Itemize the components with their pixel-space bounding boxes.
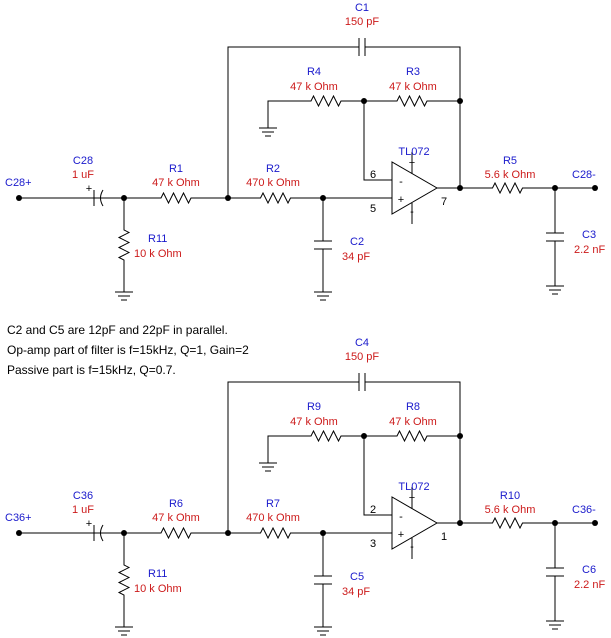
output-resistor-ref: R10	[500, 490, 520, 502]
input-label: C36+	[5, 512, 32, 524]
terminal-dot	[592, 185, 598, 191]
supply-minus-mark: -	[410, 541, 414, 553]
opamp-pin-inverting: 6	[370, 169, 376, 181]
input-cap-value: 1 uF	[72, 504, 94, 516]
notes-block: C2 and C5 are 12pF and 22pF in parallel.…	[7, 323, 249, 377]
note-line: Passive part is f=15kHz, Q=0.7.	[7, 363, 176, 377]
polarity-plus-mark: +	[86, 518, 92, 530]
resistor-output: R5 5.6 k Ohm	[460, 155, 555, 195]
shunt-resistor-value: 10 k Ohm	[134, 583, 182, 595]
opamp-ref: TL072	[398, 146, 429, 158]
capacitor-feedback: C1 150 pF	[227, 2, 461, 198]
output-cap-value: 2.2 nF	[574, 579, 605, 591]
polarity-plus-mark: +	[86, 183, 92, 195]
inverting-input-mark: -	[399, 176, 403, 188]
capacitor-feedback: C4 150 pF	[227, 337, 461, 533]
gain-ground-resistor-value: 47 k Ohm	[290, 81, 338, 93]
opamp-pin-inverting: 2	[370, 504, 376, 516]
input-cap-ref: C28	[73, 155, 93, 167]
input-terminal: C28+	[5, 177, 32, 201]
shunt-resistor-value: 10 k Ohm	[134, 248, 182, 260]
ground-cap-value: 34 pF	[342, 586, 370, 598]
opamp-triangle	[391, 161, 438, 215]
shunt-resistor-ref: R11	[148, 233, 167, 245]
series-resistor-2-value: 470 k Ohm	[246, 512, 300, 524]
opamp-pin-output: 1	[441, 531, 447, 543]
feedback-cap-ref: C4	[355, 337, 369, 349]
inverting-input-mark: -	[399, 511, 403, 523]
input-terminal: C36+	[5, 512, 32, 536]
ground-cap-ref: C5	[350, 571, 364, 583]
ground-cap-value: 34 pF	[342, 251, 370, 263]
output-label: C36-	[572, 504, 596, 516]
noninverting-input-mark: +	[398, 194, 404, 206]
gain-ground-resistor-ref: R4	[307, 66, 321, 78]
series-resistor-2-ref: R2	[266, 163, 280, 175]
output-cap-ref: C3	[582, 229, 596, 241]
resistor-shunt: R11 10 k Ohm	[115, 533, 182, 636]
supply-plus-mark: +	[409, 157, 415, 169]
capacitor-input: + C28 1 uF	[70, 155, 124, 207]
opamp-ref: TL072	[398, 481, 429, 493]
output-terminal: C36-	[555, 504, 598, 526]
output-cap-ref: C6	[582, 564, 596, 576]
resistor-series-1: R1 47 k Ohm	[124, 163, 228, 205]
ground-cap-ref: C2	[350, 236, 364, 248]
supply-minus-mark: -	[410, 206, 414, 218]
resistor-output: R10 5.6 k Ohm	[460, 490, 555, 530]
shunt-resistor-ref: R11	[148, 568, 167, 580]
series-resistor-1-value: 47 k Ohm	[152, 512, 200, 524]
output-cap-value: 2.2 nF	[574, 244, 605, 256]
opamp-triangle	[391, 496, 438, 550]
output-label: C28-	[572, 169, 596, 181]
output-resistor-value: 5.6 k Ohm	[485, 504, 536, 516]
resistor-gain-feedback: R8 47 k Ohm	[364, 401, 460, 443]
gain-feedback-resistor-ref: R3	[406, 66, 420, 78]
resistor-gain-feedback: R3 47 k Ohm	[364, 66, 460, 108]
resistor-series-1: R6 47 k Ohm	[124, 498, 228, 540]
noninverting-input-mark: +	[398, 529, 404, 541]
input-cap-ref: C36	[73, 490, 93, 502]
resistor-series-2: R7 470 k Ohm	[228, 498, 323, 540]
output-resistor-value: 5.6 k Ohm	[485, 169, 536, 181]
series-resistor-1-ref: R1	[169, 163, 183, 175]
resistor-series-2: R2 470 k Ohm	[228, 163, 323, 205]
output-resistor-ref: R5	[503, 155, 517, 167]
capacitor-input: + C36 1 uF	[70, 490, 124, 542]
series-resistor-2-value: 470 k Ohm	[246, 177, 300, 189]
feedback-cap-ref: C1	[355, 2, 369, 14]
series-resistor-2-ref: R7	[266, 498, 280, 510]
supply-plus-mark: +	[409, 492, 415, 504]
gain-feedback-resistor-ref: R8	[406, 401, 420, 413]
resistor-gain-ground: R4 47 k Ohm	[259, 66, 364, 137]
note-line: Op-amp part of filter is f=15kHz, Q=1, G…	[7, 343, 249, 357]
terminal-dot	[592, 520, 598, 526]
capacitor-ground: C5 34 pF	[314, 533, 370, 636]
input-label: C28+	[5, 177, 32, 189]
note-line: C2 and C5 are 12pF and 22pF in parallel.	[7, 323, 228, 337]
gain-ground-resistor-ref: R9	[307, 401, 321, 413]
gain-feedback-resistor-value: 47 k Ohm	[389, 416, 437, 428]
resistor-gain-ground: R9 47 k Ohm	[259, 401, 364, 472]
opamp-pin-output: 7	[441, 196, 447, 208]
opamp-pin-noninverting: 5	[370, 203, 376, 215]
opamp-pin-noninverting: 3	[370, 538, 376, 550]
gain-feedback-resistor-value: 47 k Ohm	[389, 81, 437, 93]
capacitor-output: C6 2.2 nF	[546, 523, 605, 630]
capacitor-output: C3 2.2 nF	[546, 188, 605, 295]
series-resistor-1-value: 47 k Ohm	[152, 177, 200, 189]
series-resistor-1-ref: R6	[169, 498, 183, 510]
capacitor-ground: C2 34 pF	[314, 198, 370, 301]
gain-ground-resistor-value: 47 k Ohm	[290, 416, 338, 428]
resistor-shunt: R11 10 k Ohm	[115, 198, 182, 301]
feedback-cap-value: 150 pF	[345, 16, 380, 28]
feedback-cap-value: 150 pF	[345, 351, 380, 363]
input-cap-value: 1 uF	[72, 169, 94, 181]
output-terminal: C28-	[555, 169, 598, 191]
